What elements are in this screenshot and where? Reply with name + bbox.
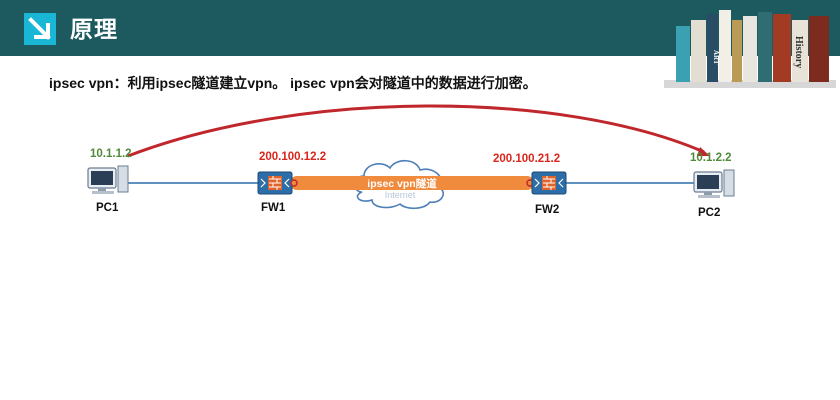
pc2-ip-label: 10.1.2.2 bbox=[690, 152, 732, 164]
cloud-label: Internet bbox=[385, 190, 416, 200]
fw2-ip-label: 200.100.21.2 bbox=[493, 153, 560, 165]
book-history-label: History bbox=[793, 36, 804, 68]
header-bar: 原理 ART History bbox=[0, 0, 840, 88]
page-title: 原理 bbox=[70, 16, 118, 42]
fw2-firewall-icon bbox=[526, 171, 567, 195]
tunnel-label: ipsec vpn隧道 bbox=[367, 177, 437, 190]
pc2-label: PC2 bbox=[698, 207, 720, 219]
books-decoration: ART History bbox=[660, 0, 840, 88]
ipsec-tunnel bbox=[290, 176, 534, 190]
book-art-label: ART bbox=[712, 50, 720, 65]
network-diagram: Internet ipsec vpn隧道 10.1.1.2 PC1 200.10… bbox=[87, 104, 735, 219]
arc-arrowhead bbox=[697, 147, 710, 156]
fw1-label: FW1 bbox=[261, 202, 286, 214]
encrypted-path-arc bbox=[127, 104, 705, 158]
fw2-label: FW2 bbox=[535, 204, 559, 216]
pc1-computer-icon bbox=[87, 165, 129, 194]
pc2-computer-icon bbox=[693, 169, 735, 198]
arrow-logo-icon bbox=[24, 13, 56, 45]
description-text: ipsec vpn：利用ipsec隧道建立vpn。 ipsec vpn会对隧道中… bbox=[49, 75, 537, 91]
pc1-label: PC1 bbox=[96, 202, 119, 214]
pc1-ip-label: 10.1.1.2 bbox=[90, 148, 132, 160]
fw1-ip-label: 200.100.12.2 bbox=[259, 151, 326, 163]
fw1-firewall-icon bbox=[257, 171, 298, 195]
